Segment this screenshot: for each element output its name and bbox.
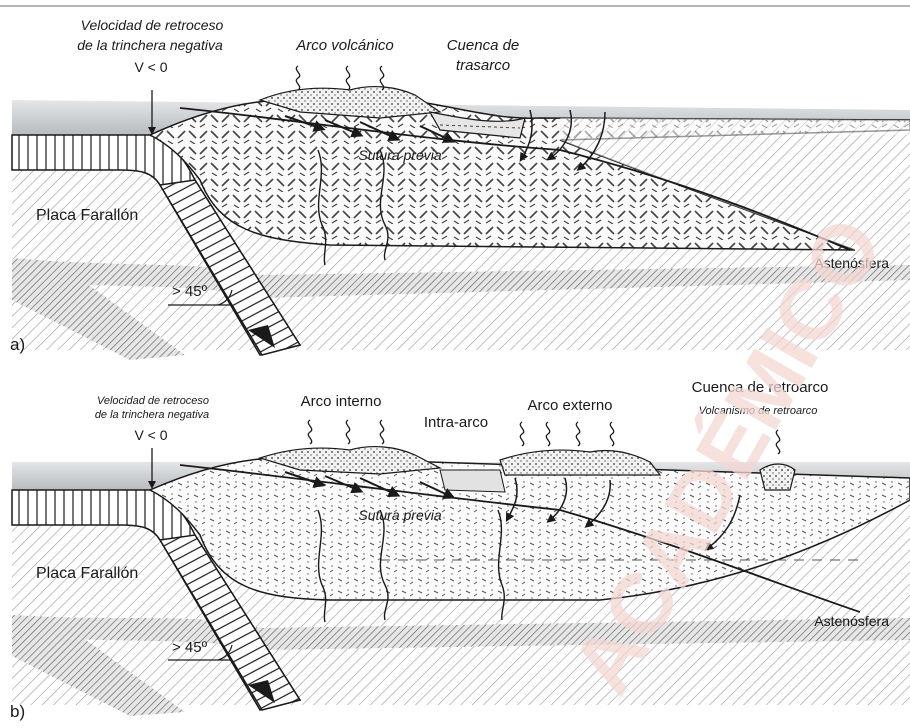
- intra-arc-label-b: Intra-arco: [424, 414, 488, 431]
- plate-label-a: Placa Farallón: [36, 207, 138, 224]
- angle-label-b: > 45º: [172, 639, 208, 656]
- trench-velocity-label-b-1: Velocidad de retroceso: [97, 395, 209, 407]
- velocity-label-a: V < 0: [134, 59, 167, 75]
- trench-velocity-label-a-2: de la trinchera negativa: [77, 37, 223, 53]
- trench-velocity-label-b-2: de la trinchera negativa: [95, 409, 209, 421]
- panel-a-letter: a): [10, 335, 25, 354]
- asthenosphere-label-b: Astenósfera: [814, 613, 889, 629]
- basin-label-a-2: trasarco: [456, 57, 510, 74]
- suture-label-a: Sutura previa: [358, 147, 441, 163]
- angle-label-a: > 45º: [172, 283, 208, 300]
- basin-label-a-1: Cuenca de: [447, 37, 520, 54]
- panel-b-letter: b): [10, 702, 25, 721]
- intra-arc-basin-b: [440, 470, 505, 492]
- suture-label-b: Sutura previa: [358, 507, 441, 523]
- plate-label-b: Placa Farallón: [36, 565, 138, 582]
- inner-arc-label-b: Arco interno: [301, 393, 382, 410]
- velocity-label-b: V < 0: [134, 427, 167, 443]
- trench-velocity-label-a-1: Velocidad de retroceso: [81, 17, 224, 33]
- outer-arc-body-b: [500, 450, 660, 475]
- arc-label-a: Arco volcánico: [295, 37, 394, 54]
- outer-arc-label-b: Arco externo: [527, 397, 612, 414]
